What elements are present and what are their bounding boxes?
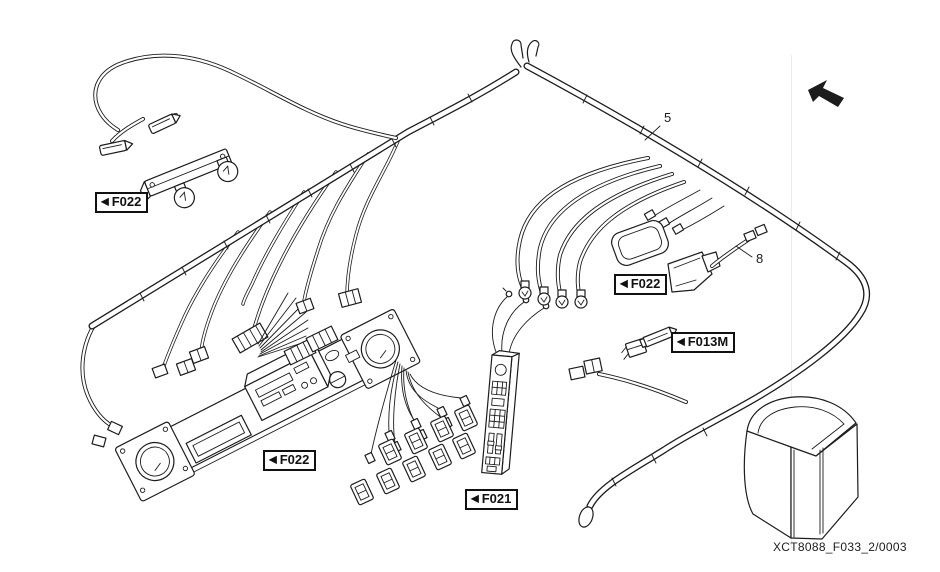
harness-main-tube [510, 39, 871, 528]
part-ref-text: F022 [279, 452, 310, 467]
part-ref-f022-dashboard[interactable]: ◀ F022 [263, 450, 317, 471]
part-ref-text: F022 [111, 194, 142, 209]
bulb-socket-row [518, 280, 588, 309]
direction-arrow-icon [808, 80, 844, 107]
terminal-connector [107, 420, 123, 436]
bulb-holder-bracket [139, 148, 239, 209]
rocker-switch [402, 455, 426, 483]
marker-lamp-wire [93, 53, 398, 156]
terminal-connector [91, 434, 107, 448]
lamp-housing [667, 251, 721, 293]
rocker-switch [430, 415, 454, 443]
part-ref-f022-roof-lamp[interactable]: ◀ F022 [614, 274, 668, 295]
drawing-code: XCT8088_F033_2/0003 [773, 540, 907, 554]
dashboard-panel [115, 308, 421, 502]
panel-screw [329, 371, 347, 389]
part-ref-f022-bulb-holder[interactable]: ◀ F022 [95, 192, 149, 213]
rocker-switch [350, 478, 374, 506]
switch-f013m [621, 326, 678, 360]
part-ref-triangle-icon: ◀ [101, 196, 109, 208]
callout-5: 5 [664, 110, 672, 125]
part-ref-text: F013M [687, 334, 729, 349]
spade-terminal [99, 139, 134, 156]
part-ref-triangle-icon: ◀ [269, 454, 277, 466]
rocker-switch [404, 427, 428, 455]
callout-leaders [644, 125, 753, 258]
harness-left-run [80, 68, 520, 448]
storage-box [743, 396, 859, 540]
tube-fork-end [510, 39, 540, 68]
rocker-switch [378, 438, 402, 466]
part-ref-text: F021 [481, 491, 512, 506]
rocker-switch [428, 443, 452, 471]
rocker-switch [454, 404, 478, 432]
speaker-cutout-right [340, 308, 421, 389]
rocker-switch [376, 467, 400, 495]
lamp-lens [611, 220, 669, 266]
part-ref-f013m-switch[interactable]: ◀ F013M [671, 332, 736, 353]
switch-bank [350, 359, 478, 506]
control-panel-strip [481, 287, 550, 475]
panel-hole [325, 349, 340, 362]
rocker-switch [452, 432, 476, 460]
tube-sleeve-marks [582, 94, 841, 487]
tube-sleeve-marks [139, 93, 473, 302]
part-ref-f021-control[interactable]: ◀ F021 [465, 489, 519, 510]
multi-pin-connector-fan [231, 292, 309, 358]
part-ref-triangle-icon: ◀ [471, 493, 479, 505]
part-ref-triangle-icon: ◀ [620, 278, 628, 290]
part-ref-text: F022 [630, 276, 661, 291]
speaker-cutout-left [115, 421, 195, 502]
panel-connectors [151, 288, 363, 379]
spade-terminal [148, 113, 181, 134]
part-ref-triangle-icon: ◀ [677, 336, 685, 348]
tube-end-loop [578, 506, 594, 528]
callout-8: 8 [756, 251, 764, 266]
roof-lamp-assembly [515, 156, 768, 309]
